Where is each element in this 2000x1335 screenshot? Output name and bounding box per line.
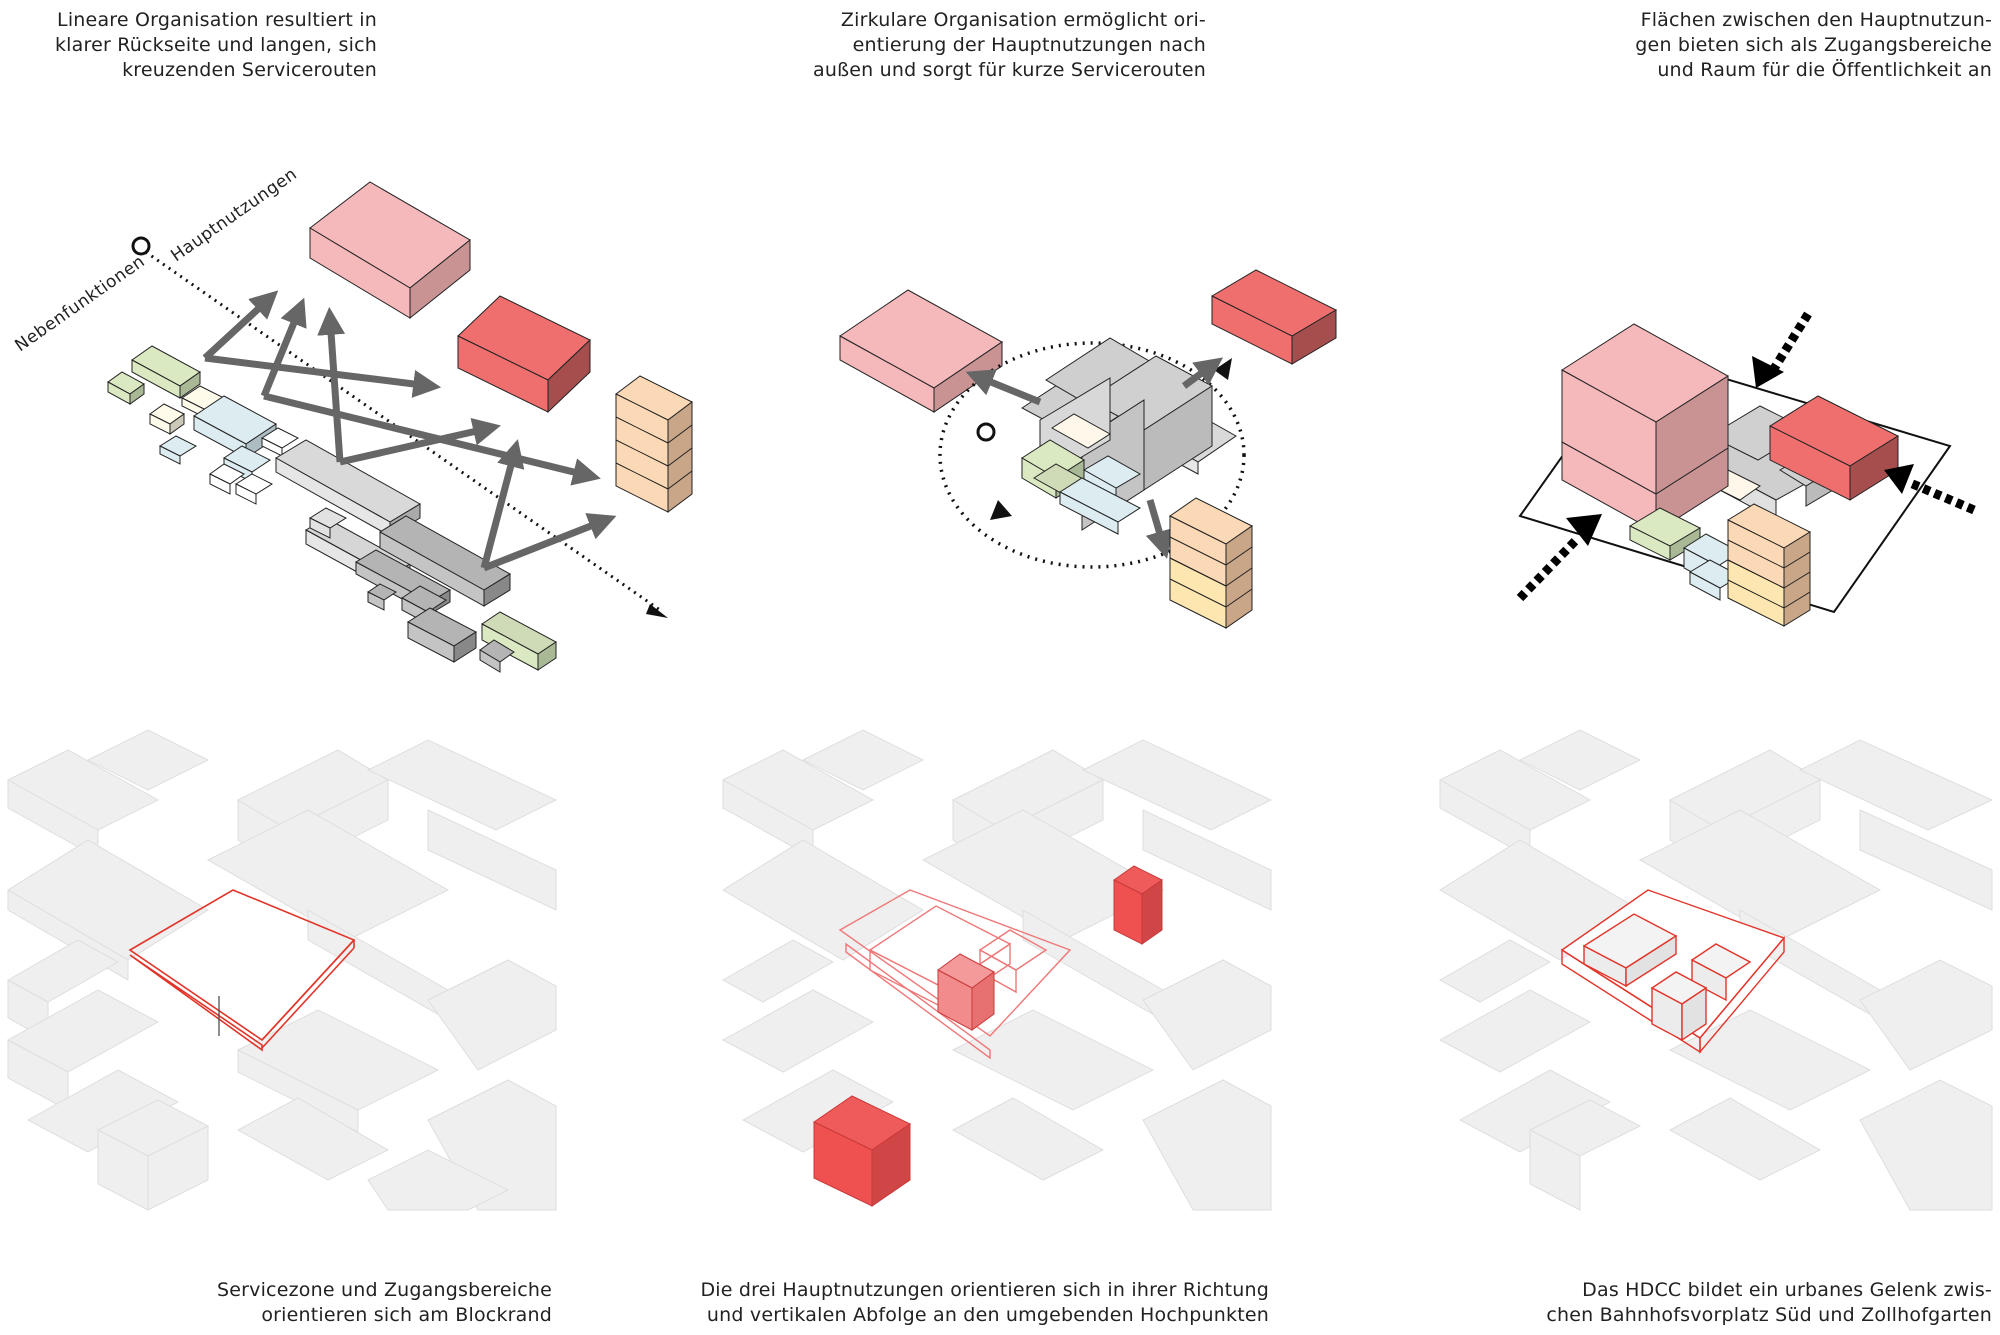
pink-block-3: [1561, 323, 1729, 533]
red-block-2: [1210, 269, 1338, 365]
axis-arrowhead-icon: [646, 604, 668, 618]
panel-linear-organisation: Nebenfunktionen Hauptnutzungen: [11, 164, 693, 673]
peach-tower-2: [1169, 497, 1253, 629]
access-arrowhead-icon: [1566, 514, 1602, 546]
caption-linear-organisation: Lineare Organisation resultiert in klare…: [54, 9, 377, 81]
caption-service-zone: Servicezone und Zugangsbereiche orientie…: [216, 1279, 552, 1326]
context-map-center: [721, 729, 1273, 1211]
red-block-context-center: [813, 865, 1163, 1207]
peach-tower-3: [1726, 503, 1812, 627]
access-arrowhead-icon: [1752, 356, 1784, 388]
secondary-blocks: [107, 345, 557, 673]
outward-arrows: [965, 357, 1224, 559]
pink-block-2: [839, 289, 1003, 413]
red-block: [457, 295, 591, 414]
loop-arrowhead-icon: [1214, 358, 1232, 380]
pink-block: [309, 181, 471, 320]
loop-origin-icon: [976, 422, 996, 442]
circulation-loop: [938, 341, 1246, 569]
access-arrows: [1516, 311, 1976, 602]
label-secondary-functions: Nebenfunktionen: [11, 251, 149, 356]
axis-origin-icon: [131, 236, 151, 256]
context-map-left: [6, 729, 558, 1211]
loop-arrowhead-icon: [990, 500, 1012, 520]
service-route-arrows: [202, 290, 617, 572]
caption-access-areas: Flächen zwischen den Hauptnutzun- gen bi…: [1635, 9, 1992, 81]
central-cluster: [1021, 337, 1237, 535]
caption-circular-organisation: Zirkulare Organisation ermöglicht ori- e…: [813, 9, 1206, 81]
plot-outline-red-left: [128, 889, 356, 1052]
caption-urban-hinge: Das HDCC bildet ein urbanes Gelenk zwis-…: [1546, 1279, 1992, 1326]
panel-circular-organisation: [839, 269, 1338, 629]
panel-access-areas: [1516, 311, 1976, 627]
peach-tower: [615, 375, 693, 513]
access-arrowhead-icon: [1884, 464, 1914, 494]
label-main-uses: Hauptnutzungen: [167, 164, 301, 266]
red-block-3: [1768, 395, 1900, 501]
access-arrowheads: [1566, 356, 1914, 546]
caption-main-uses-orientation: Die drei Hauptnutzungen orientieren sich…: [700, 1279, 1269, 1326]
hdcc-outline-right: [1560, 889, 1786, 1054]
